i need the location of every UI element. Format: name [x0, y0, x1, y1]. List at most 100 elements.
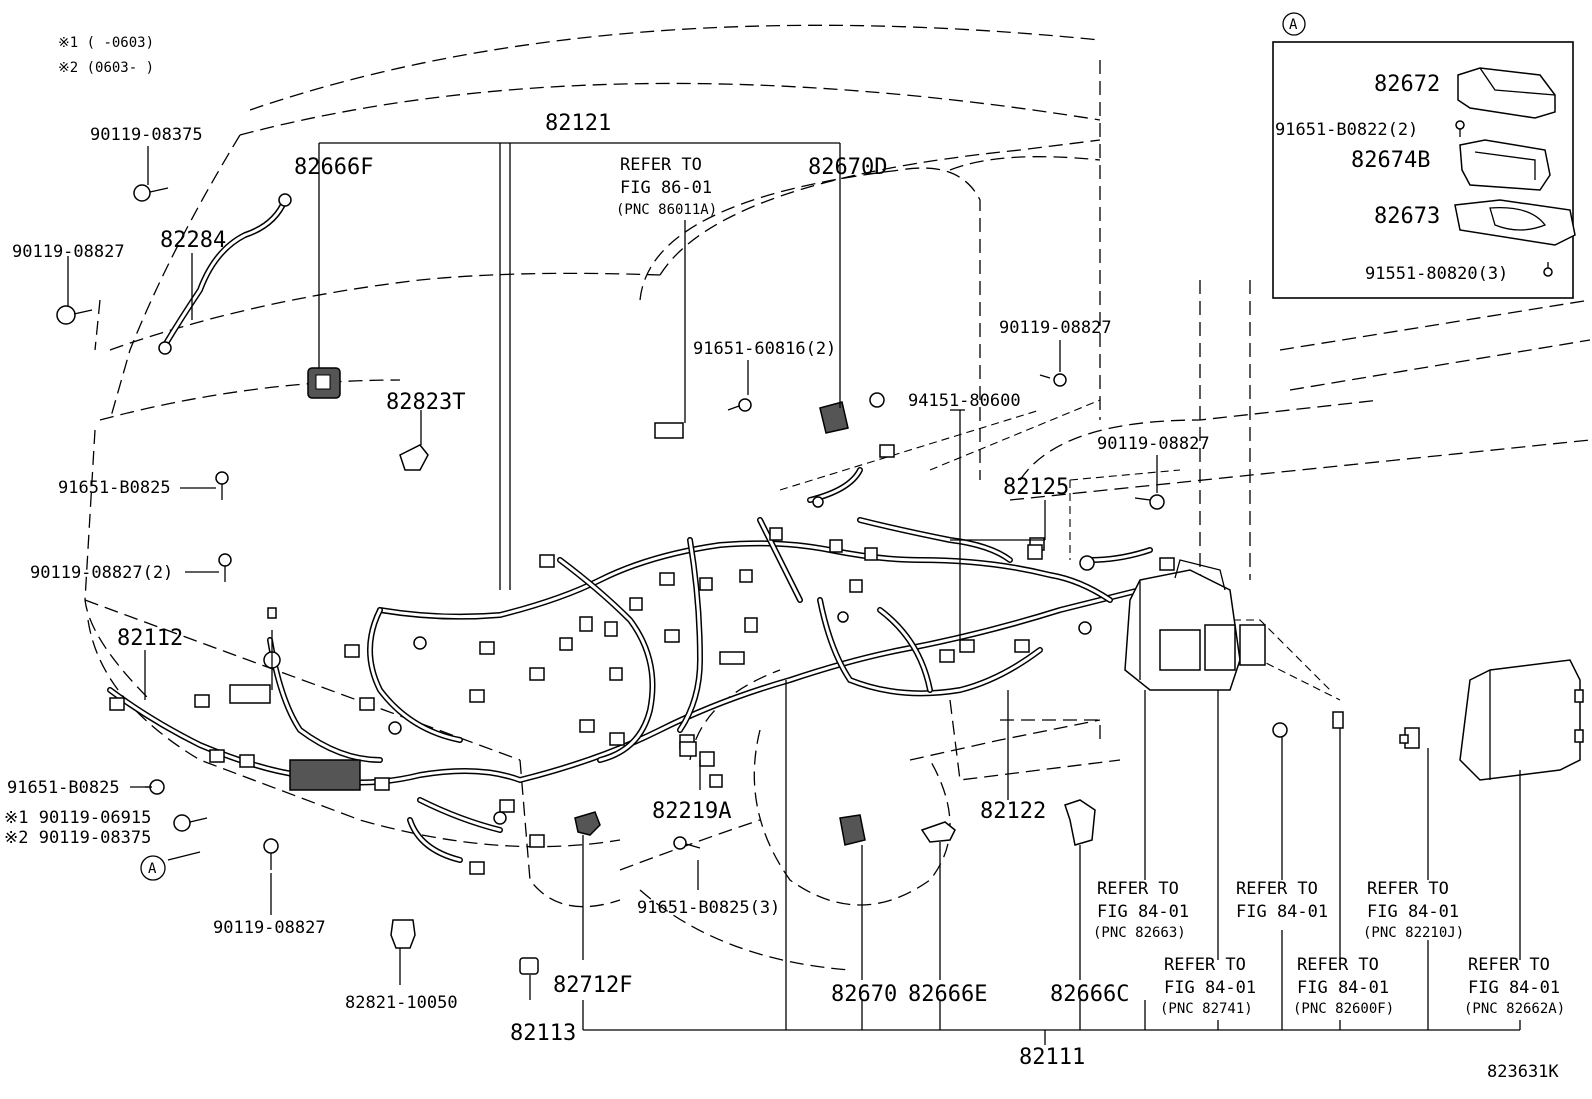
bolt-icon-90119-08827-2: [218, 553, 232, 582]
bolt-icon-90119-08375-top: [133, 184, 169, 202]
ref-82663-l3: (PNC 82663): [1093, 925, 1186, 941]
connector-icon-82125: [1027, 544, 1043, 560]
clamp-icon-82666F: [307, 367, 341, 399]
label-82122: 82122: [980, 799, 1046, 824]
note-1: ※1 ( -0603): [58, 35, 154, 51]
label-82666F: 82666F: [294, 155, 373, 180]
label-82113: 82113: [510, 1021, 576, 1046]
label-94151-80600: 94151-80600: [908, 391, 1021, 411]
leader-lines: [67, 82, 1540, 1045]
label-90119-08375-bot: ※2 90119-08375: [4, 828, 151, 848]
ecu-box: [1459, 659, 1584, 781]
bolt-icon-91651-B0825-3: [673, 836, 701, 850]
connector-icon-82219A: [679, 741, 715, 767]
label-82666E: 82666E: [908, 982, 987, 1007]
label-82670: 82670: [831, 982, 897, 1007]
ref-84-l2: FIG 84-01: [1236, 902, 1328, 922]
bolt-icon-91651-60816: [727, 398, 752, 412]
bracket-icon-82666C: [1064, 799, 1096, 846]
bolt-icon-90119-08827-left: [56, 305, 93, 325]
label-82112: 82112: [117, 626, 183, 651]
screw-icon-91651-B0822: [1455, 120, 1465, 137]
inset-part-1: 82672: [1374, 72, 1440, 97]
ref-82600F-l3: (PNC 82600F): [1293, 1001, 1394, 1017]
label-91651-B0825-bot: 91651-B0825: [7, 778, 120, 798]
label-82111: 82111: [1019, 1045, 1085, 1070]
bolt-icon-90119-06915: [173, 814, 208, 832]
label-82670D: 82670D: [808, 155, 887, 180]
grommet-icon: [263, 607, 281, 690]
inset-part-4: 82673: [1374, 204, 1440, 229]
ref-82210J-l1: REFER TO: [1367, 879, 1449, 899]
clip-icon-82670D: [819, 401, 849, 434]
clip-icon-82666E: [920, 821, 956, 843]
inset-panel-a: A 82672 91651-B0822(2) 82674B 82673 9155…: [1272, 12, 1576, 299]
inset-part-3: 82674B: [1351, 148, 1430, 173]
svg-text:A: A: [148, 861, 157, 877]
bolt-icon-94151-80600: [869, 392, 885, 408]
bolt-icon-90119-08827-bot: [263, 838, 279, 870]
relay-icon-82210J: [1399, 727, 1420, 749]
junction-block: [1124, 559, 1266, 691]
part-labels: ※1 ( -0603) ※2 (0603- ) 82121 90119-0837…: [4, 35, 1565, 1082]
ref-82210J-l2: FIG 84-01: [1367, 902, 1459, 922]
label-90119-08375-top: 90119-08375: [90, 125, 203, 145]
ref-82600F-l1: REFER TO: [1297, 955, 1379, 975]
wire-harness-82111: [107, 467, 1153, 863]
ref-84-l1: REFER TO: [1236, 879, 1318, 899]
cover-icon-82672: [1457, 67, 1556, 119]
clip-icon-82113: [519, 957, 539, 975]
connector-icon-refer86: [654, 422, 684, 439]
label-90119-08827-bot: 90119-08827: [213, 918, 326, 938]
label-91651-B0825-3: 91651-B0825(3): [637, 898, 780, 918]
label-90119-06915: ※1 90119-06915: [4, 808, 151, 828]
clip-icon-82821-10050: [390, 919, 416, 949]
ref-82663-l1: REFER TO: [1097, 879, 1179, 899]
bolt-icon-91651-B0825-left: [215, 471, 229, 500]
inset-marker: A: [1289, 17, 1298, 33]
ref-82210J-l3: (PNC 82210J): [1363, 925, 1464, 941]
label-90119-08827-right: 90119-08827: [999, 318, 1112, 338]
screw-icon-91551-80820: [1543, 262, 1553, 277]
label-refer86-l3: (PNC 86011A): [616, 202, 717, 218]
ref-82663-l2: FIG 84-01: [1097, 902, 1189, 922]
label-91651-B0825-left: 91651-B0825: [58, 478, 171, 498]
ref-82741-l3: (PNC 82741): [1160, 1001, 1253, 1017]
ref-82741-l1: REFER TO: [1164, 955, 1246, 975]
label-82125: 82125: [1003, 475, 1069, 500]
label-90119-08827-2: 90119-08827(2): [30, 563, 173, 583]
ref-82662A-l2: FIG 84-01: [1468, 978, 1560, 998]
ref-82662A-l1: REFER TO: [1468, 955, 1550, 975]
bolt-icon-90119-08827-right: [1039, 373, 1067, 387]
fuse-icon-82600F: [1332, 711, 1344, 729]
nut-icon-refer84-82741: [1272, 722, 1288, 738]
label-82666C: 82666C: [1050, 982, 1129, 1007]
plate-icon-82673: [1454, 199, 1576, 246]
label-90119-08827-r2: 90119-08827: [1097, 434, 1210, 454]
note-2: ※2 (0603- ): [58, 60, 154, 76]
label-823631K: 823631K: [1487, 1062, 1559, 1082]
ref-82662A-l3: (PNC 82662A): [1464, 1001, 1565, 1017]
clamp-icon-82670: [839, 814, 866, 846]
ground-wire-82284: [158, 193, 292, 355]
inset-part-5: 91551-80820(3): [1365, 264, 1508, 284]
bolt-icon-90119-08827-r2: [1134, 494, 1165, 510]
harness-connectors: [109, 444, 1175, 875]
connector-icon-82823T: [399, 444, 429, 471]
label-90119-08827-left: 90119-08827: [12, 242, 125, 262]
vehicle-body-outline: [84, 24, 1591, 971]
label-refer86-l1: REFER TO: [620, 155, 702, 175]
marker-a: A: [140, 855, 166, 881]
label-82712F: 82712F: [553, 973, 632, 998]
inset-part-2: 91651-B0822(2): [1275, 120, 1418, 140]
label-91651-60816: 91651-60816(2): [693, 339, 836, 359]
clip-icon-82712F: [574, 811, 601, 836]
ref-82741-l2: FIG 84-01: [1164, 978, 1256, 998]
label-82821-10050: 82821-10050: [345, 993, 458, 1013]
label-82284: 82284: [160, 228, 226, 253]
label-refer86-l2: FIG 86-01: [620, 178, 712, 198]
label-82121: 82121: [545, 111, 611, 136]
label-82823T: 82823T: [386, 390, 465, 415]
label-82219A: 82219A: [652, 799, 731, 824]
